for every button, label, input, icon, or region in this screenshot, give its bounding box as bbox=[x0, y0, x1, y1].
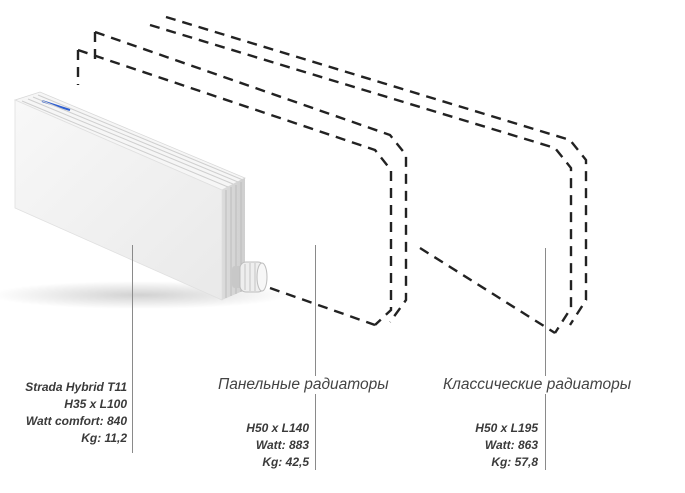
product-weight: Kg: 42,5 bbox=[262, 455, 309, 469]
category-label-panel: Панельные радиаторы bbox=[215, 376, 392, 394]
product-title: Strada Hybrid T11 bbox=[25, 380, 127, 394]
category-label-classic: Классические радиаторы bbox=[440, 376, 635, 394]
leader-line-classic bbox=[545, 248, 546, 470]
spec-block-classic: H50 x L195 Watt: 863 Kg: 57,8 bbox=[475, 420, 538, 471]
dashed-classic-outline bbox=[149, 15, 588, 335]
radiator-image bbox=[0, 91, 290, 309]
product-size: H35 x L100 bbox=[64, 397, 127, 411]
product-power: Watt: 883 bbox=[255, 438, 309, 452]
spec-block-panel: H50 x L140 Watt: 883 Kg: 42,5 bbox=[246, 420, 309, 471]
product-weight: Kg: 57,8 bbox=[491, 455, 538, 469]
product-power: Watt: 863 bbox=[484, 438, 538, 452]
thermostat-valve-icon bbox=[232, 261, 268, 293]
product-size: H50 x L195 bbox=[475, 421, 538, 435]
product-weight: Kg: 11,2 bbox=[81, 431, 127, 445]
product-size: H50 x L140 bbox=[246, 421, 309, 435]
product-power: Watt comfort: 840 bbox=[25, 414, 127, 428]
leader-line-strada bbox=[132, 245, 133, 453]
leader-line-panel bbox=[315, 245, 316, 470]
spec-block-strada: Strada Hybrid T11 H35 x L100 Watt comfor… bbox=[25, 379, 127, 447]
